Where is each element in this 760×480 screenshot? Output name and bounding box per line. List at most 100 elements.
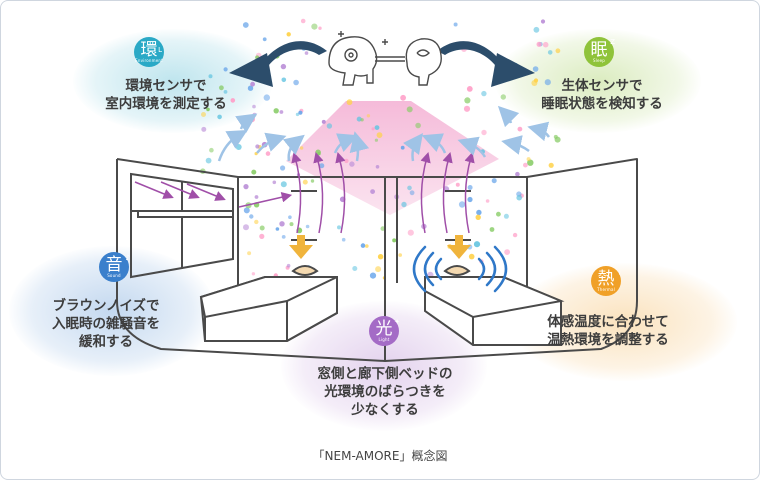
particle-dot — [217, 114, 222, 120]
left-room-wall — [116, 158, 386, 361]
particle-dot — [407, 229, 414, 236]
particle-dot — [305, 224, 310, 229]
particle-dot — [223, 67, 228, 72]
particle-dot — [485, 199, 490, 203]
particle-dot — [463, 105, 471, 112]
particle-dot — [206, 107, 210, 112]
particle-dot — [352, 266, 358, 271]
light-badge: 光 ✦ Light — [369, 316, 400, 346]
sound-sub: Sound — [107, 273, 121, 278]
particle-dot — [254, 219, 259, 225]
particle-dot — [366, 114, 371, 118]
particle-dot — [380, 226, 386, 231]
sound-badge: 音 ♪ Sound — [99, 252, 130, 282]
particle-dot — [376, 132, 383, 139]
particle-dot — [341, 237, 346, 242]
left-bed — [199, 265, 338, 342]
particle-dot — [533, 26, 540, 33]
particle-dot — [375, 266, 382, 273]
sensor-arrows — [229, 41, 535, 87]
thermal-arrows — [289, 235, 471, 259]
particle-dot — [504, 249, 510, 256]
particle-dot — [318, 26, 322, 30]
particle-dot — [275, 227, 280, 231]
particle-dot — [542, 41, 549, 48]
sound-mark: ♪ — [125, 254, 130, 262]
speaker-wave-icon — [412, 245, 508, 293]
particle-dot — [265, 151, 271, 156]
environment-label: 環境センサで 室内環境を測定する — [81, 77, 251, 113]
particle-dot — [356, 116, 362, 122]
particle-dot — [464, 97, 471, 104]
brain-cloud-icon — [328, 31, 442, 86]
sleep-line-1: 生体センサで — [561, 78, 643, 94]
particle-dot — [409, 190, 415, 196]
light-diffusion-arcs — [291, 151, 475, 234]
particle-dot — [250, 81, 256, 87]
particle-dot — [503, 213, 509, 219]
particle-dot — [548, 162, 554, 168]
particle-dot — [398, 253, 403, 257]
floor-curve — [116, 300, 638, 362]
particle-dot — [473, 241, 481, 248]
thermal-mark: ≀ — [618, 269, 621, 277]
particle-dot — [255, 144, 260, 149]
window — [130, 172, 234, 279]
environment-mark: L — [158, 46, 162, 54]
particle-dot — [400, 145, 405, 150]
particle-dot — [544, 79, 551, 86]
sleep-badge: 眠 Z Sleep — [584, 37, 615, 67]
light-line-3: 少なくする — [351, 402, 419, 418]
particle-dot — [512, 232, 518, 238]
particle-dot — [279, 110, 284, 114]
environment-badge: 環 L Environment — [134, 37, 164, 67]
particle-dot — [286, 32, 291, 37]
particle-dot — [374, 138, 378, 142]
particle-dot — [223, 90, 228, 94]
particle-dot — [219, 85, 224, 91]
sleep-line-2: 睡眠状態を検知する — [541, 96, 663, 112]
particle-dot — [344, 158, 349, 164]
particle-dot — [319, 163, 325, 169]
light-label: 窓側と廊下側ベッドの 光環境のばらつきを 少なくする — [297, 365, 473, 419]
right-room-wall — [385, 158, 638, 301]
particle-dot — [254, 195, 259, 199]
particle-dot — [532, 66, 539, 72]
particle-dot — [542, 123, 547, 129]
right-bed — [424, 265, 565, 346]
particle-dot — [279, 136, 284, 140]
particle-dot — [481, 90, 487, 97]
particle-dot — [259, 233, 265, 239]
particle-dot — [527, 159, 534, 166]
particle-dot — [369, 272, 377, 279]
particle-dot — [401, 201, 407, 208]
light-line-2: 光環境のばらつきを — [324, 384, 446, 400]
particle-dot — [247, 85, 254, 91]
environment-line-1: 環境センサで — [125, 78, 207, 94]
environment-char: 環 — [140, 40, 158, 60]
thermal-sub: Thermal — [597, 287, 615, 292]
particle-dot — [311, 23, 318, 30]
particle-dot — [208, 74, 213, 79]
particle-dot — [288, 215, 292, 219]
thermal-line-2: 温熱環境を調整する — [547, 332, 669, 348]
particle-dot — [349, 161, 355, 167]
sound-char: 音 — [105, 255, 123, 275]
particle-dot — [201, 126, 207, 132]
particle-dot — [326, 123, 333, 129]
light-line-1: 窓側と廊下側ベッドの — [317, 366, 453, 382]
environment-line-2: 室内環境を測定する — [105, 96, 227, 112]
light-beam — [286, 101, 499, 215]
sound-line-2: 入眠時の雑騒音を — [52, 316, 160, 332]
particle-dot — [407, 185, 412, 191]
particle-dot — [321, 119, 326, 124]
particle-dot — [516, 194, 522, 201]
particle-dot — [293, 79, 299, 86]
particle-dot — [491, 178, 497, 184]
particle-dot — [468, 253, 475, 260]
particle-dot — [273, 108, 279, 114]
particle-dot — [365, 244, 369, 248]
particle-dot — [489, 227, 495, 232]
